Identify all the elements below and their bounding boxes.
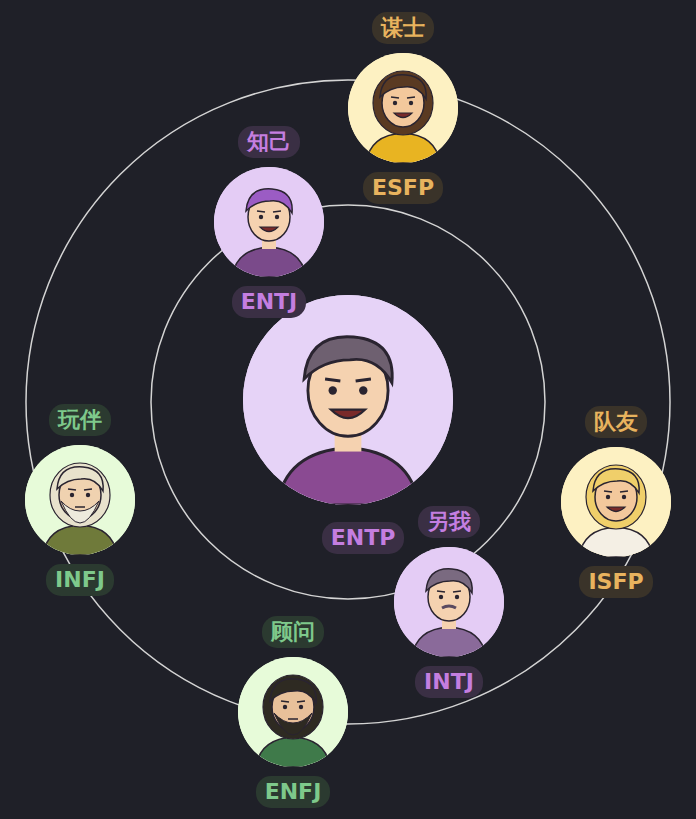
portrait [561, 447, 671, 557]
type-avatar: 队友 ISFP [561, 406, 671, 598]
inner-ring [151, 205, 545, 599]
portrait [348, 53, 458, 163]
avatar-circle [243, 295, 453, 505]
type-label: ENTP [322, 522, 405, 554]
role-label: 知己 [238, 126, 300, 158]
type-avatar: 玩伴 INFJ [25, 404, 135, 596]
avatar-circle [348, 53, 458, 163]
portrait [25, 445, 135, 555]
type-label: ENTJ [232, 286, 307, 318]
type-avatar: 谋士 ESFP [348, 12, 458, 204]
avatar-circle [394, 547, 504, 657]
type-label: INFJ [46, 564, 114, 596]
portrait [238, 657, 348, 767]
portrait [243, 295, 453, 505]
avatar-circle [25, 445, 135, 555]
role-label: 谋士 [372, 12, 434, 44]
avatar-circle [238, 657, 348, 767]
avatar-circle [214, 167, 324, 277]
role-label: 队友 [585, 406, 647, 438]
type-label: ISFP [579, 566, 652, 598]
role-label: 玩伴 [49, 404, 111, 436]
portrait [394, 547, 504, 657]
avatar-circle [561, 447, 671, 557]
type-avatar: 顾问 ENFJ [238, 616, 348, 808]
type-label: ENFJ [256, 776, 331, 808]
type-label: INTJ [415, 666, 483, 698]
portrait [214, 167, 324, 277]
type-label: ESFP [363, 172, 443, 204]
role-label: 另我 [418, 506, 480, 538]
outer-ring [26, 80, 670, 724]
role-label: 顾问 [262, 616, 324, 648]
type-avatar: 知己 ENTJ [214, 126, 324, 318]
type-avatar: 另我 INTJ [394, 506, 504, 698]
